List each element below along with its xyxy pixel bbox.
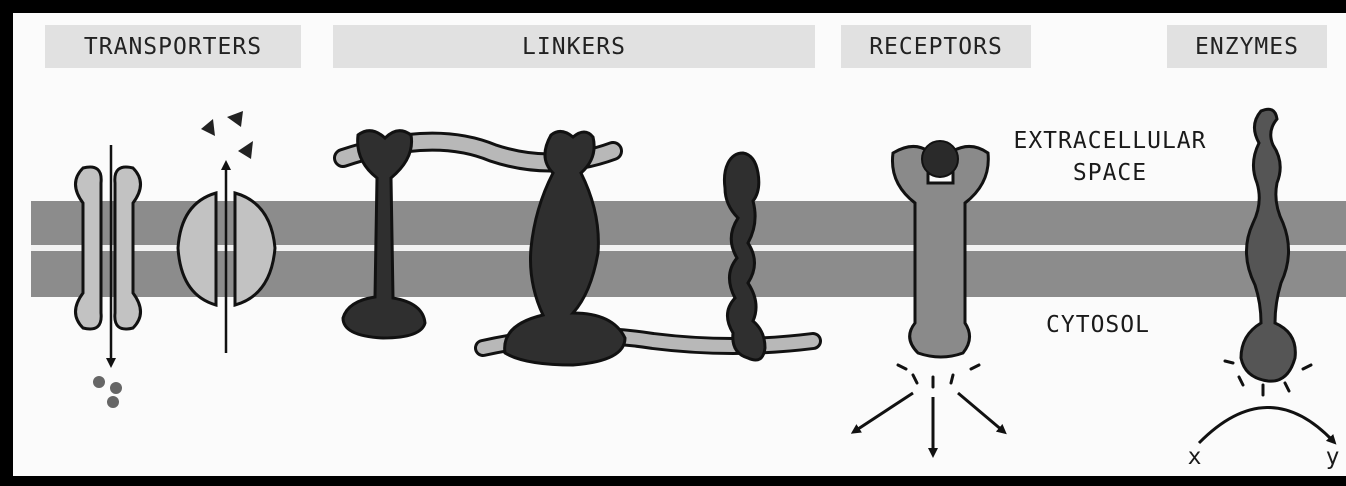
membrane-inner-layer <box>31 251 1346 297</box>
membrane-diagram <box>31 107 1346 458</box>
header-linkers: LINKERS <box>333 25 815 68</box>
membrane-gap <box>31 245 1346 251</box>
linker-protein-2 <box>503 130 627 367</box>
receptor-signal-rays <box>896 363 981 389</box>
enzyme-protein <box>1239 107 1297 383</box>
diagram-panel: TRANSPORTERS LINKERS RECEPTORS ENZYMES <box>13 13 1346 476</box>
transporter-channel <box>74 165 142 331</box>
extracellular-label-line1: EXTRACELLULAR <box>1013 128 1207 154</box>
enzyme-reaction-arrow <box>1197 406 1337 445</box>
receptor-signal-arrows <box>850 391 1007 458</box>
enzyme-activity-rays <box>1223 359 1313 397</box>
reaction-substrate-label: x <box>1187 444 1203 470</box>
transporter-carrier <box>176 191 277 307</box>
header-enzymes: ENZYMES <box>1167 25 1327 68</box>
linker-protein-3 <box>722 151 767 362</box>
cytosol-label: CYTOSOL <box>1046 312 1150 338</box>
extracellular-space-label: EXTRACELLULAR SPACE <box>985 125 1235 189</box>
membrane-outer-layer <box>31 201 1346 245</box>
header-linkers-label: LINKERS <box>522 33 626 60</box>
transported-molecules-dots <box>93 376 122 408</box>
linker-protein-1 <box>341 129 427 340</box>
header-receptors: RECEPTORS <box>841 25 1031 68</box>
header-enzymes-label: ENZYMES <box>1195 33 1299 60</box>
header-transporters: TRANSPORTERS <box>45 25 301 68</box>
header-receptors-label: RECEPTORS <box>869 33 1003 60</box>
transported-molecules-triangles <box>201 111 253 159</box>
header-transporters-label: TRANSPORTERS <box>83 33 263 60</box>
receptor-ligand <box>921 140 959 178</box>
extracellular-label-line2: SPACE <box>1072 160 1148 186</box>
reaction-product-label: y <box>1325 444 1341 470</box>
